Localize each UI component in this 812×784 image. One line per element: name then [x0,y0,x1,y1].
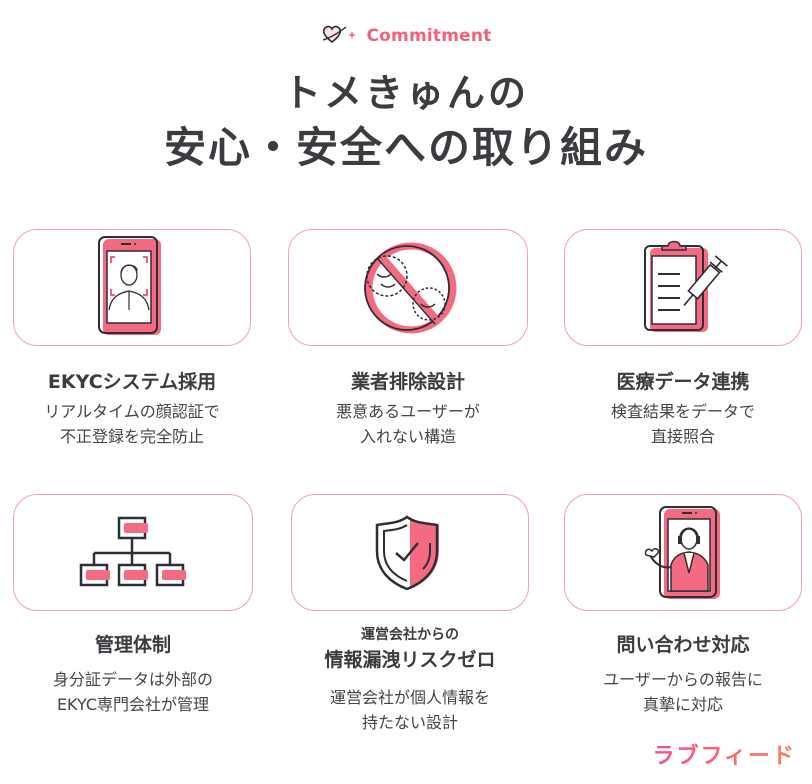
support-operator-phone-icon [638,503,728,603]
feature-card-ekyc [13,229,251,346]
feature-card-no-leak [291,494,529,611]
feature-card-no-scammers [288,229,528,346]
commitment-badge: Commitment [0,22,812,50]
feature-title: 情報漏洩リスクゼロ [324,649,496,671]
heart-orbit-icon [320,22,360,50]
clipboard-syringe-icon [638,238,728,338]
feature-title: 医療データ連携 [616,371,750,393]
feature-desc-line1: リアルタイムの顔認証で [44,402,220,421]
feature-title: EKYCシステム採用 [47,371,217,393]
shield-check-icon [375,513,445,593]
feature-title: 業者排除設計 [350,371,465,393]
feature-desc-line2: 真摯に対応 [642,695,723,714]
org-chart-icon [78,513,188,593]
feature-subtitle: 運営会社からの [361,627,459,643]
badge-label: Commitment [366,26,492,46]
feature-desc-line2: EKYC専門会社が管理 [56,695,210,714]
feature-title: 問い合わせ対応 [616,634,750,656]
feature-desc-line1: 検査結果をデータで [610,402,755,421]
feature-desc-line1: 身分証データは外部の [52,670,213,689]
smartphone-face-scan-icon [97,235,167,340]
feature-desc-line1: ユーザーからの報告に [603,670,763,689]
brand-logo: ラブフィード [652,738,796,770]
feature-desc-line1: 運営会社が個人情報を [329,688,490,707]
feature-card-medical-data [564,229,802,346]
no-virus-icon [353,238,463,338]
feature-card-support [564,494,802,611]
page-title-line1: トメきゅんの [282,71,529,115]
page-title-line2: 安心・安全への取り組み [163,123,648,172]
feature-card-management [13,494,253,611]
feature-desc-line2: 直接照合 [650,427,715,446]
feature-desc-line2: 持たない設計 [361,713,458,732]
feature-desc-line2: 入れない構造 [359,427,456,446]
feature-desc-line2: 不正登録を完全防止 [59,427,204,446]
feature-title: 管理体制 [94,634,171,656]
feature-desc-line1: 悪意あるユーザーが [336,402,480,421]
